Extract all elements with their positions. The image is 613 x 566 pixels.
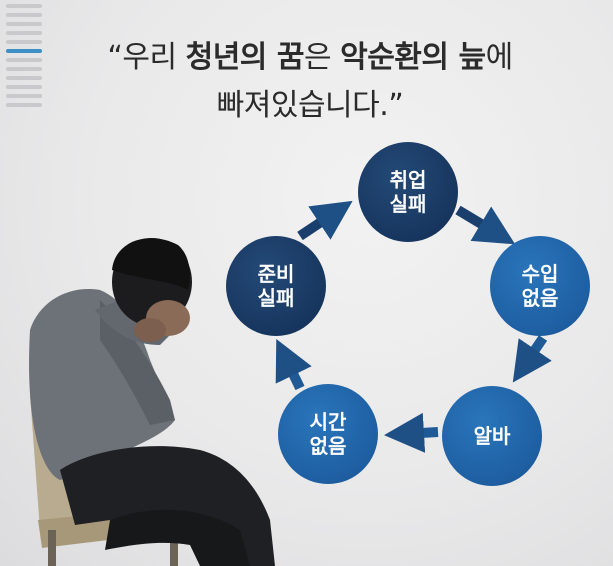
arrow-time-to-prep: [275, 338, 312, 391]
node-label: 없음: [309, 434, 347, 458]
arrow-employ-to-income: [455, 205, 516, 245]
node-label: 취업: [389, 168, 427, 192]
headline-line-1: “우리 청년의 꿈은 악순환의 늪에: [60, 34, 560, 82]
node-label: 실패: [389, 192, 427, 216]
node-label: 알바: [473, 424, 511, 448]
indicator-bar-active[interactable]: [6, 49, 42, 53]
indicator-bar[interactable]: [6, 76, 42, 80]
indicator-bar[interactable]: [6, 22, 42, 26]
arrow-parttime-to-time: [384, 412, 439, 453]
node-label: 수입: [521, 262, 559, 286]
indicator-bar[interactable]: [6, 58, 42, 62]
indicator-bar[interactable]: [6, 85, 42, 89]
indicator-bar[interactable]: [6, 31, 42, 35]
arrow-prep-to-employ: [297, 200, 353, 241]
node-employment-failure: 취업 실패: [358, 142, 458, 242]
headline-text: “우리: [107, 40, 186, 75]
node-part-time-job: 알바: [442, 386, 542, 486]
arrow-income-to-parttime: [512, 335, 552, 383]
node-label: 실패: [257, 286, 295, 310]
node-label: 시간: [309, 410, 347, 434]
headline-emphasis-vicious-cycle: 악순환의 늪: [340, 40, 486, 75]
indicator-bar[interactable]: [6, 67, 42, 71]
node-label: 준비: [257, 262, 295, 286]
indicator-bar[interactable]: [6, 94, 42, 98]
headline-text: 에: [485, 40, 514, 75]
indicator-bar[interactable]: [6, 40, 42, 44]
headline-emphasis-dream: 청년의 꿈: [185, 40, 305, 75]
indicator-bar[interactable]: [6, 4, 42, 8]
headline-line-2: 빠져있습니다.”: [216, 88, 404, 123]
headline-quote: “우리 청년의 꿈은 악순환의 늪에 빠져있습니다.”: [60, 34, 560, 130]
node-no-time: 시간 없음: [278, 384, 378, 484]
headline-text: 은: [303, 40, 341, 75]
indicator-bar[interactable]: [6, 103, 42, 107]
indicator-bar[interactable]: [6, 13, 42, 17]
node-preparation-failure: 준비 실패: [226, 236, 326, 336]
node-no-income: 수입 없음: [490, 236, 590, 336]
node-label: 없음: [521, 286, 559, 310]
